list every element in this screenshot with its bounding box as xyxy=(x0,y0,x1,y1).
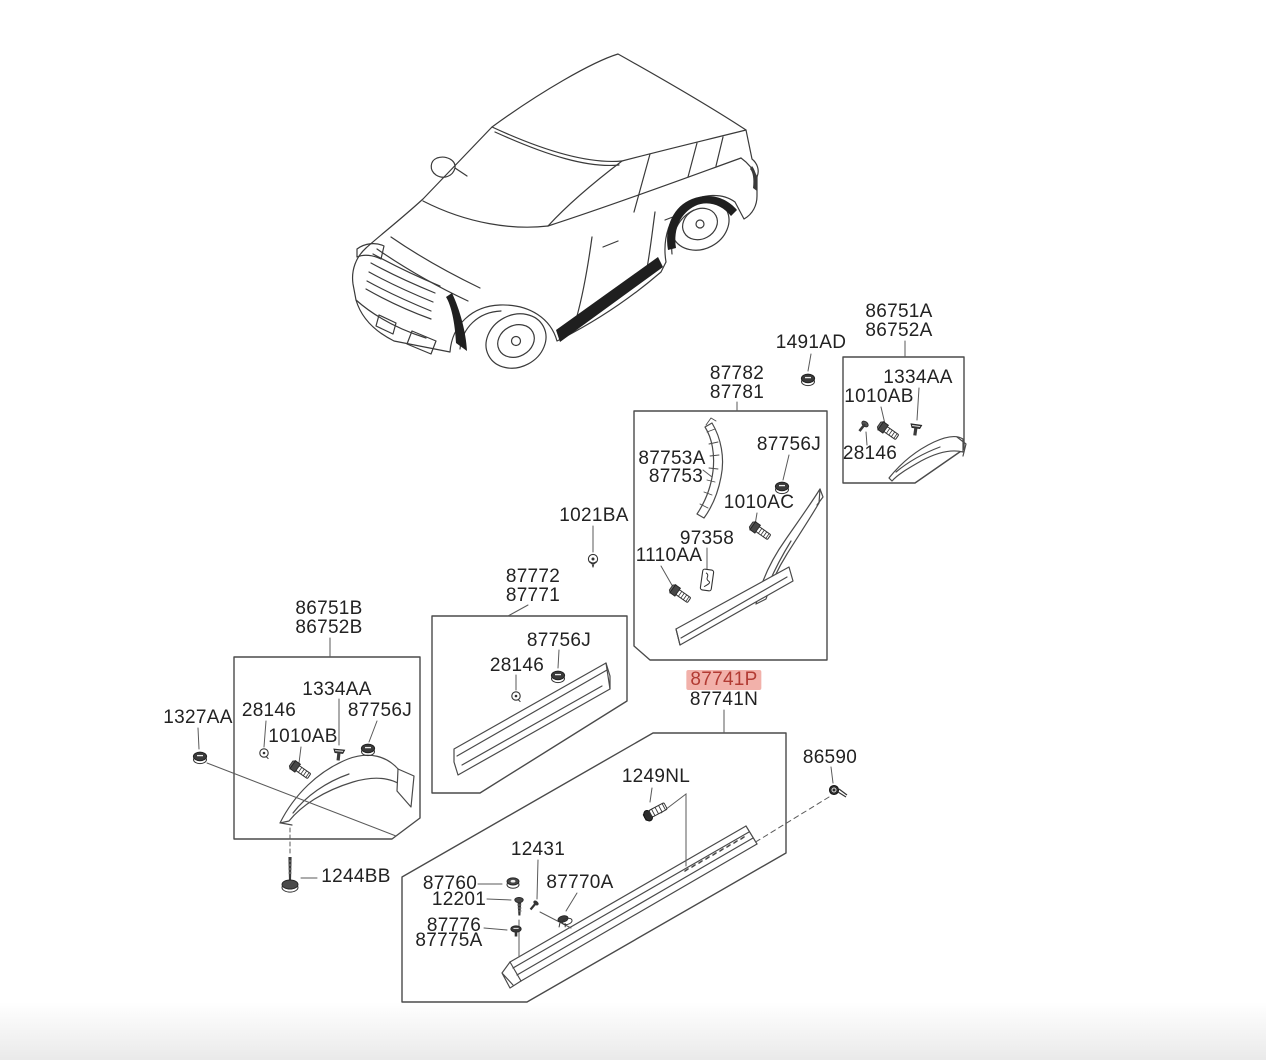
callout-87771[interactable]: 87771 xyxy=(505,585,561,606)
callout-87782[interactable]: 87782 xyxy=(709,363,765,384)
callout-87756J-door[interactable]: 87756J xyxy=(526,630,592,651)
callout-87770A[interactable]: 87770A xyxy=(546,872,614,893)
callout-97358[interactable]: 97358 xyxy=(679,528,735,549)
callout-1110AA[interactable]: 1110AA xyxy=(635,545,703,566)
nut-icon-1327AA xyxy=(192,751,208,765)
callout-12201[interactable]: 12201 xyxy=(431,889,487,910)
car-grille xyxy=(366,254,440,319)
callout-87776[interactable]: 87776 xyxy=(426,915,482,936)
door-moulding-part xyxy=(454,663,610,775)
bolt-icon-1244BB xyxy=(281,856,299,893)
callout-1334AA-fender[interactable]: 1334AA xyxy=(302,679,372,700)
callout-1491AD[interactable]: 1491AD xyxy=(775,332,847,353)
car-rear-lamp xyxy=(750,166,758,191)
front-fender-garnish-flap xyxy=(397,769,414,807)
side-sill-moulding-part xyxy=(502,826,757,988)
car-headlight xyxy=(357,244,384,259)
clip-icon-1334AA-fender xyxy=(332,748,346,762)
screw-icon-28146-rear xyxy=(856,419,870,434)
front-door-strip-part xyxy=(676,567,793,645)
nut-icon-87756J-fender xyxy=(360,743,376,757)
callout-86752A[interactable]: 86752A xyxy=(865,320,933,341)
callout-1010AC[interactable]: 1010AC xyxy=(723,492,795,513)
car-side-moulding-black xyxy=(556,257,663,342)
door-frame-moulding-part xyxy=(697,423,723,518)
clip-icon-28146-door xyxy=(511,691,521,703)
callout-28146-fender[interactable]: 28146 xyxy=(241,700,297,721)
box-rear-arch-garnish xyxy=(843,357,964,483)
callout-87775A[interactable]: 87775A xyxy=(415,930,483,951)
bolt-icon-1249NL xyxy=(641,800,669,824)
callout-86752B[interactable]: 86752B xyxy=(295,617,363,638)
nut-icon-87776 xyxy=(510,925,522,937)
callout-1010AB-fender[interactable]: 1010AB xyxy=(268,726,338,747)
car-mirror xyxy=(431,157,467,177)
callout-87756J-fender[interactable]: 87756J xyxy=(347,700,413,721)
callout-87741P-selected[interactable]: 87741P xyxy=(686,670,762,690)
callout-28146-rear[interactable]: 28146 xyxy=(842,443,898,464)
clip-icon-97358 xyxy=(699,568,715,592)
car-fender-moulding-black xyxy=(446,293,467,351)
callout-1244BB[interactable]: 1244BB xyxy=(321,866,391,887)
clip-icon-28146-fender xyxy=(259,748,269,760)
callout-1010AB-rear[interactable]: 1010AB xyxy=(844,386,914,407)
clip-icon-1334AA-rear xyxy=(908,423,923,437)
bolt-icon-1010AC xyxy=(747,520,773,542)
callout-87772[interactable]: 87772 xyxy=(505,566,561,587)
nut-icon-1491AD xyxy=(800,373,816,387)
rear-arch-garnish-part xyxy=(889,437,963,481)
callout-87760[interactable]: 87760 xyxy=(422,873,478,894)
box-front-door-garnish xyxy=(634,411,827,660)
callout-28146-door[interactable]: 28146 xyxy=(489,655,545,676)
part-drawings xyxy=(280,418,966,988)
callout-1021BA[interactable]: 1021BA xyxy=(559,505,629,526)
car-front-wheel xyxy=(476,303,555,378)
car-rear-arch-moulding-black xyxy=(667,196,737,250)
callout-86751B[interactable]: 86751B xyxy=(295,598,363,619)
callout-87756J-front-door[interactable]: 87756J xyxy=(756,434,822,455)
car-illustration xyxy=(353,54,759,379)
bolt-icon-1010AB-rear xyxy=(875,420,901,442)
assembly-boxes xyxy=(234,357,964,1002)
callout-87781[interactable]: 87781 xyxy=(709,382,765,403)
bolt-icon-1110AA xyxy=(667,583,693,605)
box-front-fender-garnish xyxy=(234,657,420,839)
nut-icon-87756J-door xyxy=(550,670,566,684)
pin-icon-12431 xyxy=(528,899,540,912)
callout-86751A[interactable]: 86751A xyxy=(865,301,933,322)
box-door-moulding xyxy=(432,616,627,793)
callout-1334AA-rear[interactable]: 1334AA xyxy=(883,367,953,388)
callout-86590[interactable]: 86590 xyxy=(802,747,858,768)
callout-87741N[interactable]: 87741N xyxy=(689,689,759,710)
callout-12431[interactable]: 12431 xyxy=(510,839,566,860)
grommet-icon-87760 xyxy=(506,877,520,889)
callout-87753[interactable]: 87753 xyxy=(648,466,704,487)
screw-icon-1021BA xyxy=(587,553,599,568)
callout-87753A[interactable]: 87753A xyxy=(638,448,706,469)
callout-1327AA[interactable]: 1327AA xyxy=(163,707,233,728)
screw-icon-86590 xyxy=(828,784,848,798)
screw-icon-12201 xyxy=(514,896,524,916)
bolt-icon-1010AB-fender xyxy=(287,759,313,781)
callout-1249NL[interactable]: 1249NL xyxy=(621,766,691,787)
